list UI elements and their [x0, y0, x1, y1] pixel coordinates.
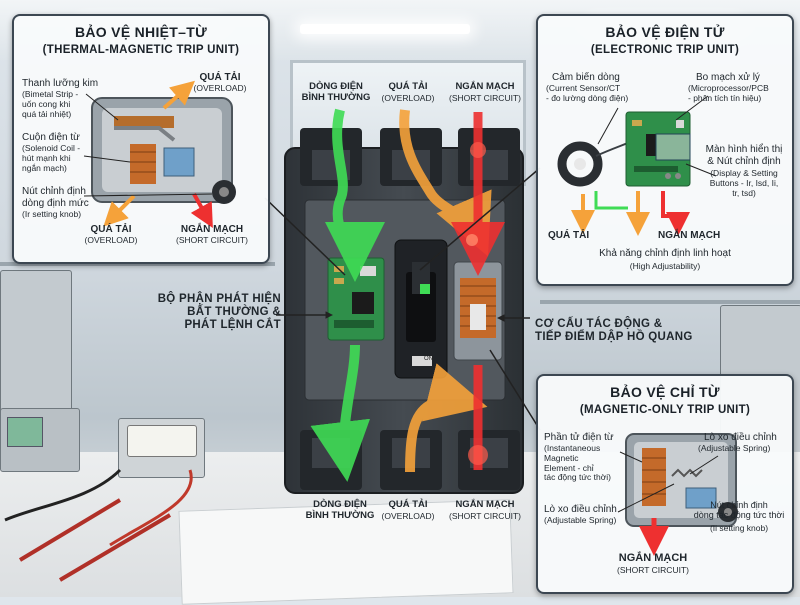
current-sensor-label: Cảm biến dòng [552, 72, 620, 83]
display-desc: (Display & Setting Buttons - Ir, Isd, Ii… [709, 168, 779, 198]
spark [470, 142, 486, 158]
solenoid-desc: (Solenoid Coil - hút mạnh khi ngắn mạch) [22, 143, 81, 173]
short-circuit-label: NGẮN MẠCH [618, 552, 688, 564]
top-overload-label-en: (OVERLOAD) [381, 93, 435, 103]
overload-bottom-label: QUÁ TẢI [90, 224, 132, 235]
magnetic-element-label: Phần tử điện từ [544, 432, 614, 443]
bottom-short-label: NGẮN MẠCH [455, 499, 515, 510]
bottom-overload-label: QUÁ TẢI [388, 499, 428, 510]
ceiling-light [300, 24, 470, 34]
electronic-subtitle: (ELECTRONIC TRIP UNIT) [590, 44, 740, 56]
adjustability-label: Khả năng chỉnh định linh hoạt [599, 248, 731, 259]
detector-pcb [327, 257, 385, 341]
spring-bottom-desc: (Adjustable Spring) [544, 515, 617, 525]
bottom-short-label-en: (SHORT CIRCUIT) [449, 511, 521, 521]
normal-current-arrow-top [324, 108, 385, 282]
oscilloscope [0, 408, 80, 472]
analog-meter [118, 418, 205, 478]
overload-top-desc: (OVERLOAD) [193, 83, 247, 93]
normal-current-arrow-bottom [310, 344, 371, 482]
leader-electronic-panel [419, 167, 541, 271]
thermal-magnetic-panel: BẢO VỆ NHIỆT–TỪ (THERMAL-MAGNETIC TRIP U… [12, 14, 270, 264]
current-sensor-desc: (Current Sensor/CT - đo lường dòng điện) [546, 83, 629, 103]
mechanism-label: CƠ CẤU TÁC ĐỘNG & TIẾP ĐIỂM DẬP HỒ QUANG [535, 318, 693, 344]
overload-label: QUÁ TẢI [548, 230, 590, 241]
ii-knob-label: Nút chỉnh định dòng tác động tức thời [693, 500, 785, 521]
bimetal-desc: (Bimetal Strip - uốn cong khi quá tải nh… [22, 89, 79, 119]
bimetal-label: Thanh lưỡng kim [22, 78, 99, 89]
pcb-label: Bo mạch xử lý [696, 72, 760, 83]
leader-magnetic-panel [489, 349, 541, 431]
electronic-panel: BẢO VỆ ĐIỆN TỬ (ELECTRONIC TRIP UNIT) Cả… [536, 14, 794, 286]
bottom-normal-label: DÒNG ĐIỆN BÌNH THƯỜNG [305, 499, 375, 521]
short-circuit-desc: (SHORT CIRCUIT) [176, 235, 248, 245]
thermal-unit-illustration [83, 80, 236, 228]
thermal-subtitle: (THERMAL-MAGNETIC TRIP UNIT) [42, 44, 240, 56]
magnetic-element-desc: (Instantaneous Magnetic Element - chỉ tá… [544, 443, 612, 483]
detector-label: BỘ PHẬN PHÁT HIỆN BẤT THƯỜNG & PHÁT LỆNH… [157, 293, 281, 332]
spring-top-label: Lò xo điều chỉnh [704, 432, 777, 443]
trip-coil-mechanism [453, 261, 503, 361]
test-lead-red [109, 469, 193, 547]
magnetic-unit-illustration [617, 433, 738, 556]
leader-thermal-panel [264, 197, 346, 276]
pcb-desc: (Microprocessor/PCB - phân tích tín hiệu… [688, 83, 769, 103]
short-circuit-desc: (SHORT CIRCUIT) [617, 565, 689, 575]
overload-bottom-desc: (OVERLOAD) [84, 235, 138, 245]
handle-tag: ON [424, 356, 433, 362]
top-short-label-en: (SHORT CIRCUIT) [449, 93, 521, 103]
short-circuit-label: NGẮN MẠCH [658, 230, 721, 241]
lab-shelf [0, 262, 275, 266]
spring-top-desc: (Adjustable Spring) [698, 443, 771, 453]
lab-shelf [540, 300, 800, 304]
overload-arrow-bottom [405, 363, 488, 473]
ir-knob-label: Nút chỉnh định dòng định mức [22, 186, 89, 209]
top-overload-label: QUÁ TẢI [388, 81, 428, 92]
spark [466, 234, 478, 246]
solenoid-label: Cuộn điện từ [22, 132, 80, 143]
breaker-handle [394, 239, 448, 379]
spring-bottom-label: Lò xo điều chỉnh [544, 504, 617, 515]
probe [58, 513, 172, 582]
electronic-unit-illustration [557, 95, 717, 236]
top-short-label: NGẮN MẠCH [455, 81, 515, 92]
meter-dial [127, 425, 197, 457]
test-lead-black [4, 468, 122, 522]
magnetic-only-panel: BẢO VỆ CHỈ TỪ (MAGNETIC-ONLY TRIP UNIT) … [536, 374, 794, 594]
overload-top-label: QUÁ TẢI [199, 72, 241, 83]
top-normal-label: DÒNG ĐIỆN BÌNH THƯỜNG [301, 81, 371, 103]
magnetic-title: BẢO VỆ CHỈ TỪ [610, 384, 720, 400]
spark [468, 445, 488, 465]
adjustability-desc: (High Adjustability) [629, 261, 701, 271]
short-circuit-label: NGẮN MẠCH [180, 224, 244, 235]
ii-knob-desc: (Ii setting knob) [709, 523, 769, 533]
electronic-title: BẢO VỆ ĐIỆN TỬ [605, 24, 725, 40]
oscilloscope-screen [7, 417, 43, 447]
thermal-title: BẢO VỆ NHIỆT–TỪ [74, 24, 208, 40]
magnetic-subtitle: (MAGNETIC-ONLY TRIP UNIT) [579, 404, 751, 416]
display-label: Màn hình hiển thị & Nút chỉnh định [705, 144, 783, 167]
ir-knob-desc: (Ir setting knob) [22, 209, 82, 219]
probe [18, 498, 122, 562]
bottom-overload-label-en: (OVERLOAD) [381, 511, 435, 521]
overload-arrow-top [399, 109, 492, 257]
